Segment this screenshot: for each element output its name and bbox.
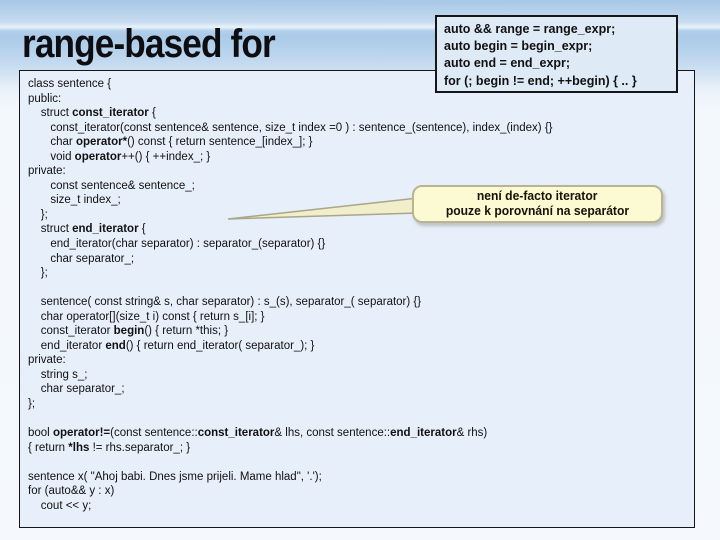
- callout-line-1: není de-facto iterator: [477, 188, 598, 203]
- snippet-code: auto && range = range_expr;auto begin = …: [444, 22, 637, 88]
- main-code: class sentence {public: struct const_ite…: [28, 78, 553, 512]
- callout-tail: [227, 197, 418, 220]
- main-code-panel: class sentence {public: struct const_ite…: [19, 70, 695, 528]
- callout: není de-facto iterator pouze k porovnání…: [412, 185, 663, 223]
- page-title: range-based for: [22, 22, 276, 66]
- callout-line-2: pouze k porovnání na separátor: [445, 204, 630, 218]
- range-for-snippet-box: auto && range = range_expr;auto begin = …: [435, 15, 678, 93]
